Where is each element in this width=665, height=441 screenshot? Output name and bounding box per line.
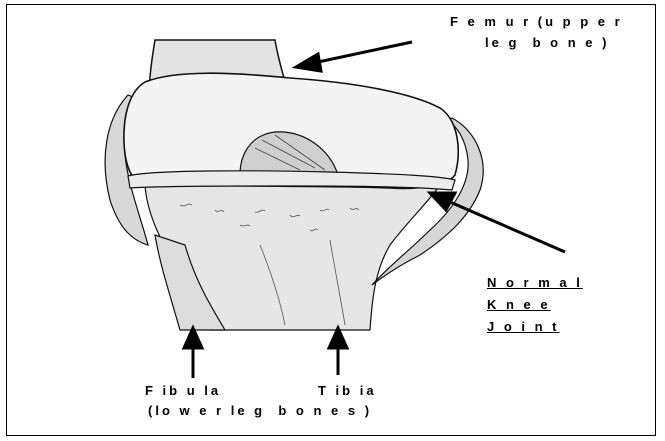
lower-leg-bones-label: (lo w e r le g b o n e s ) [148,401,372,421]
normal-knee-label-line3: J o i n t [487,317,560,337]
femur-arrow [318,42,412,62]
normal-knee-label-line2: K n e e [487,295,551,315]
fibula-label: F ib u la [145,381,221,401]
normal-knee-label-line1: N o r m a l [487,273,583,293]
femur-label-line2: le g b o n e ) [485,33,609,53]
knee-arrow [450,202,565,252]
tibia-label: T ib ia [318,381,377,401]
femur-label-line1: F e m u r (u p p e r [450,12,623,32]
